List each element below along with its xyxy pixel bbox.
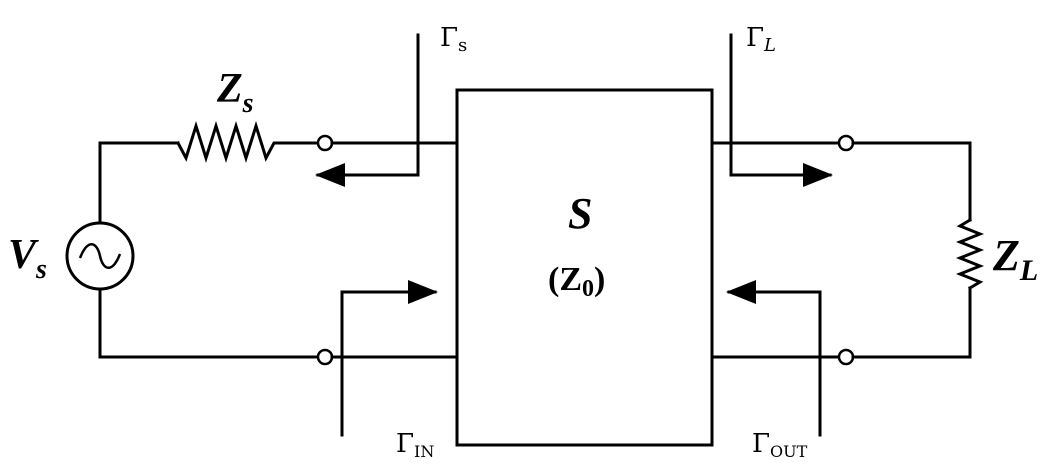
source-impedance-label: Zs	[216, 66, 254, 119]
source-resistor	[175, 120, 320, 164]
gamma-out-label: ΓOUT	[752, 429, 808, 461]
output-terminal-top[interactable]	[837, 134, 855, 152]
source-voltage-label: Vs	[8, 232, 47, 285]
ac-wave-icon	[78, 243, 122, 269]
gamma-out-arrow	[726, 280, 822, 437]
load-resistor	[955, 217, 985, 291]
input-terminal-top[interactable]	[316, 134, 334, 152]
source-top-wire	[98, 141, 180, 224]
gamma-s-arrow	[315, 33, 420, 187]
gamma-l-label: ΓL	[746, 23, 776, 56]
input-terminal-bottom[interactable]	[316, 348, 334, 366]
gamma-s-label: Γs	[440, 23, 467, 56]
load-top-wire	[851, 141, 972, 222]
gamma-in-arrow	[340, 280, 438, 437]
output-terminal-bottom[interactable]	[837, 348, 855, 366]
load-impedance-label: ZL	[992, 231, 1038, 287]
gamma-l-arrow	[729, 33, 833, 187]
s-parameter-block	[455, 88, 714, 447]
network-name-label: S	[568, 189, 592, 238]
source-bottom-wire	[98, 288, 320, 359]
reference-impedance-label: (Z0)	[548, 261, 605, 302]
gamma-in-label: ΓIN	[396, 429, 434, 461]
load-bottom-wire	[851, 286, 972, 359]
